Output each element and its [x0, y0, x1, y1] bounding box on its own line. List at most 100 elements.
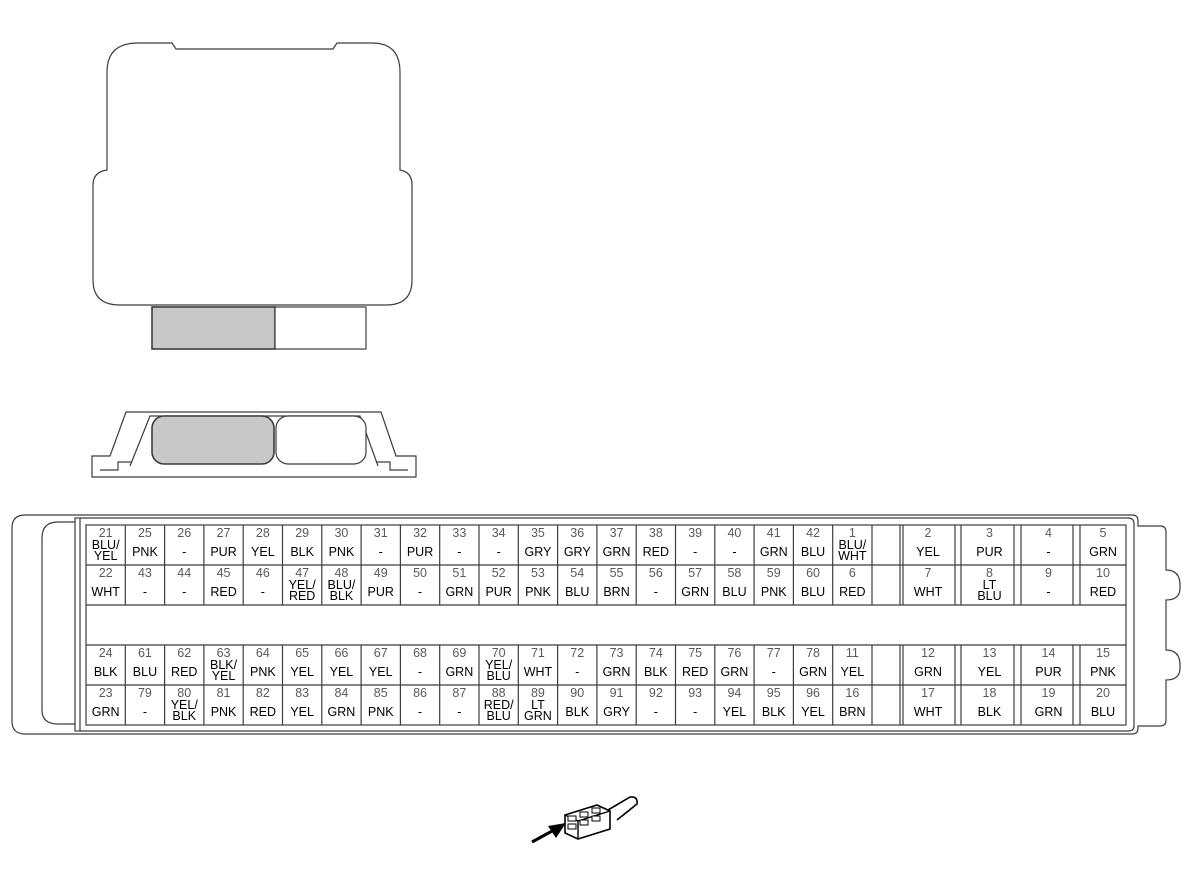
wire-color: PUR [976, 545, 1002, 559]
wire-color: YEL [801, 705, 825, 719]
pin-number: 6 [849, 566, 856, 580]
pin-number: 75 [688, 646, 702, 660]
wire-color: BLU [801, 585, 825, 599]
connector-face-icon [564, 796, 638, 840]
wire-color: BLK [644, 665, 668, 679]
pin-cell: 68- [413, 646, 427, 679]
pin-number: 76 [727, 646, 741, 660]
pin-number: 88 [492, 686, 506, 700]
pin-number: 78 [806, 646, 820, 660]
pin-cell: 44- [177, 566, 191, 599]
wire-color: BLK [565, 705, 589, 719]
wire-color: WHT [91, 585, 120, 599]
wire-color: - [575, 665, 579, 679]
wire-color: BRN [603, 585, 629, 599]
wire-color: GRN [760, 545, 788, 559]
pin-number: 60 [806, 566, 820, 580]
wire-color: - [654, 705, 658, 719]
wire-color: PNK [329, 545, 355, 559]
wire-color: PNK [525, 585, 551, 599]
pin-number: 89 [531, 686, 545, 700]
wire-color: BRN [839, 705, 865, 719]
pin-number: 46 [256, 566, 270, 580]
pin-cell: 9- [1045, 566, 1052, 599]
wire-color: BLU [1091, 705, 1115, 719]
pin-number: 1 [849, 526, 856, 540]
pin-number: 70 [492, 646, 506, 660]
pin-number: 79 [138, 686, 152, 700]
pin-cell: 50- [413, 566, 427, 599]
wire-color: GRN [1089, 545, 1117, 559]
pin-cell: 4- [1045, 526, 1052, 559]
pin-cell: 56- [649, 566, 663, 599]
pin-number: 94 [727, 686, 741, 700]
pin-number: 7 [925, 566, 932, 580]
wire-color: YEL [841, 665, 865, 679]
pin-number: 45 [217, 566, 231, 580]
pin-number: 55 [610, 566, 624, 580]
pin-cell: 43- [138, 566, 152, 599]
pin-number: 81 [217, 686, 231, 700]
wire-color: GRY [525, 545, 553, 559]
pin-number: 35 [531, 526, 545, 540]
pin-number: 16 [845, 686, 859, 700]
wire-color: GRY [564, 545, 592, 559]
wire-color: YEL/RED [289, 578, 317, 603]
wire-color: YEL [290, 665, 314, 679]
pin-number: 3 [986, 526, 993, 540]
wire-color: PUR [368, 585, 394, 599]
wire-color: YEL [723, 705, 747, 719]
wire-color: - [772, 665, 776, 679]
pin-number: 74 [649, 646, 663, 660]
wire-color: BLU [801, 545, 825, 559]
pin-number: 50 [413, 566, 427, 580]
wire-color: BLU [133, 665, 157, 679]
pin-number: 52 [492, 566, 506, 580]
pin-number: 62 [177, 646, 191, 660]
wire-color: GRN [445, 585, 473, 599]
wire-color: YEL [916, 545, 940, 559]
pin-number: 48 [334, 566, 348, 580]
pin-number: 90 [570, 686, 584, 700]
wire-color: - [457, 545, 461, 559]
wire-color: BLU [722, 585, 746, 599]
wire-color: BLK [94, 665, 118, 679]
wire-color: BLU/YEL [92, 538, 120, 563]
wire-color: PUR [407, 545, 433, 559]
pin-number: 10 [1096, 566, 1110, 580]
wire-color: GRN [445, 665, 473, 679]
wire-color: YEL/BLU [485, 658, 513, 683]
pin-cell: 46- [256, 566, 270, 599]
pin-number: 13 [983, 646, 997, 660]
pin-number: 21 [99, 526, 113, 540]
pin-cell: 72- [570, 646, 584, 679]
